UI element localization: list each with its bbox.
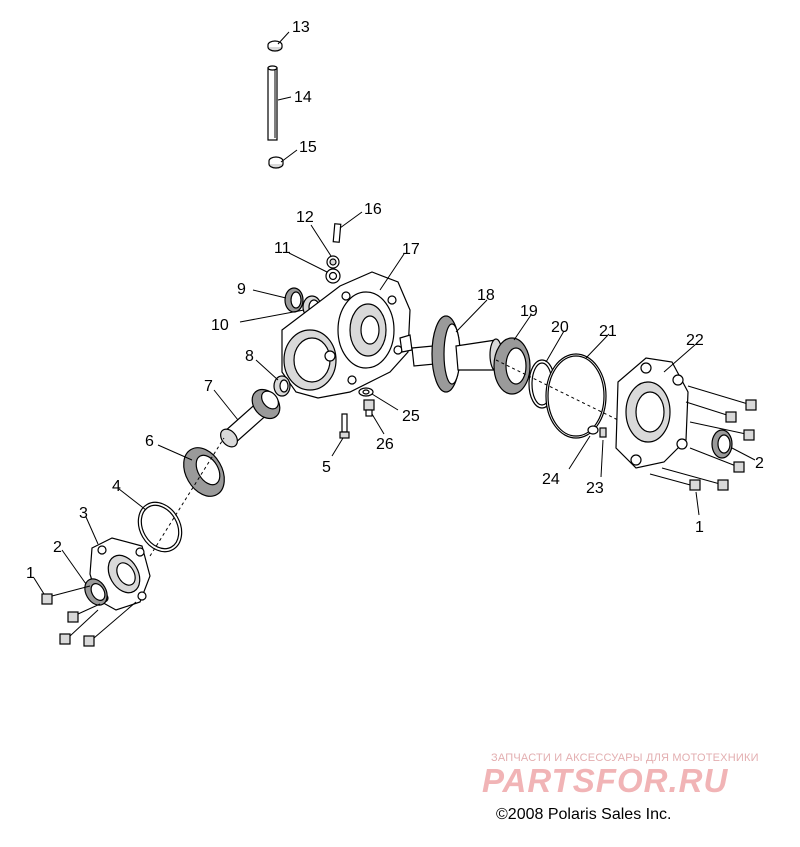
part-26-drain-plug (363, 399, 375, 417)
assembly-axis (149, 359, 619, 557)
callout-19: 19 (520, 303, 538, 320)
callout-14: 14 (294, 89, 312, 106)
watermark-logo: PARTSFOR.RU (482, 762, 729, 799)
part-22-cover (615, 357, 689, 469)
part-14-pin (267, 65, 278, 141)
part-1-bolts-left (41, 585, 137, 647)
part-15-cap (268, 156, 284, 169)
callout-10: 10 (211, 317, 229, 334)
callout-15: 15 (299, 139, 317, 156)
callout-21: 21 (599, 323, 617, 340)
part-6-bearing (183, 447, 225, 497)
callout-2-left: 2 (53, 539, 62, 556)
part-11-washer (325, 268, 341, 284)
callout-24: 24 (542, 471, 560, 488)
callout-6: 6 (145, 433, 154, 450)
part-2-seal-left (84, 578, 108, 606)
watermark-tagline: ЗАПЧАСТИ И АКСЕССУАРЫ ДЛЯ МОТОТЕХНИКИ (491, 752, 759, 764)
callout-20: 20 (551, 319, 569, 336)
callout-4: 4 (112, 478, 121, 495)
part-24-washer (587, 425, 599, 435)
callout-1-left: 1 (26, 565, 35, 582)
callout-2-right: 2 (755, 455, 764, 472)
callout-22: 22 (686, 332, 704, 349)
part-8-pinion-bearing (273, 375, 291, 397)
part-21-o-ring-large (545, 353, 607, 439)
callout-3: 3 (79, 505, 88, 522)
callout-9: 9 (237, 281, 246, 298)
part-4-o-ring (137, 501, 183, 553)
part-12-plug (326, 255, 340, 269)
callout-26: 26 (376, 436, 394, 453)
part-18-ring-gear (411, 315, 503, 393)
part-23-screw (599, 427, 607, 438)
part-16-dowel (332, 223, 342, 243)
part-2-seal-right (711, 429, 733, 459)
callout-5: 5 (322, 459, 331, 476)
callout-7: 7 (204, 378, 213, 395)
part-25-washer (358, 387, 374, 397)
part-1-bolts-right (649, 385, 757, 491)
callout-8: 8 (245, 348, 254, 365)
part-17-gearcase-housing (281, 271, 413, 399)
copyright-notice: ©2008 Polaris Sales Inc. (496, 806, 672, 823)
leader-lines (33, 31, 756, 595)
callout-labels: 13 14 15 16 12 11 17 9 10 18 19 20 21 22… (26, 19, 764, 582)
part-19-bearing (493, 337, 531, 395)
callout-18: 18 (477, 287, 495, 304)
callout-17: 17 (402, 241, 420, 258)
callout-13: 13 (292, 19, 310, 36)
part-13-cap (267, 40, 283, 52)
part-7-pinion-shaft (220, 388, 281, 448)
part-5-bolt (339, 413, 350, 439)
callout-23: 23 (586, 480, 604, 497)
callout-25: 25 (402, 408, 420, 425)
callout-16: 16 (364, 201, 382, 218)
part-9-seal (284, 287, 304, 313)
callout-11: 11 (274, 240, 291, 257)
callout-12: 12 (296, 209, 314, 226)
callout-1-right: 1 (695, 519, 704, 536)
